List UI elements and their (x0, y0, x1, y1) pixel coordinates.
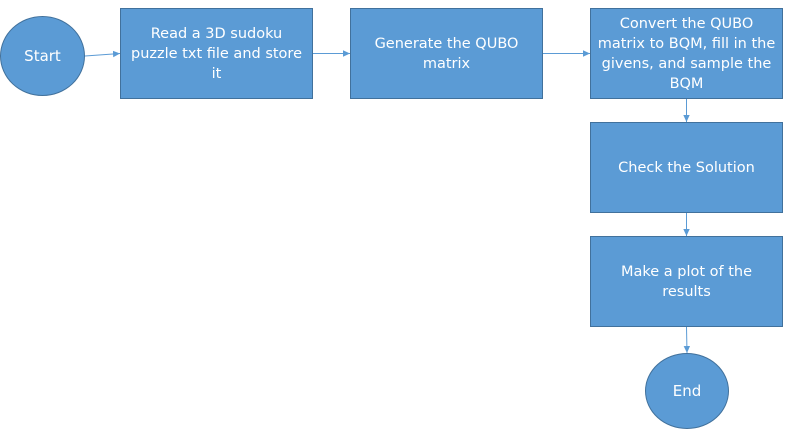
generate-qubo-step-label: Generate the QUBO matrix (374, 35, 519, 72)
start-node: Start (0, 16, 85, 96)
plot-results-step-label: Make a plot of the results (620, 263, 753, 300)
read-file-step-label: Read a 3D sudoku puzzle txt file and sto… (131, 25, 302, 82)
check-solution-step-label: Check the Solution (618, 159, 755, 176)
end-node: End (645, 353, 729, 429)
end-node-label: End (672, 382, 702, 400)
generate-qubo-step: Generate the QUBO matrix (350, 8, 543, 99)
start-node-label: Start (24, 47, 61, 65)
connector-plot-to-end (683, 326, 691, 354)
check-solution-step: Check the Solution (590, 122, 783, 213)
convert-sample-step: Convert the QUBO matrix to BQM, fill in … (590, 8, 783, 99)
plot-results-step: Make a plot of the results (590, 236, 783, 327)
read-file-step: Read a 3D sudoku puzzle txt file and sto… (120, 8, 313, 99)
connector-start-to-read (84, 50, 121, 58)
convert-sample-step-label: Convert the QUBO matrix to BQM, fill in … (597, 15, 776, 92)
